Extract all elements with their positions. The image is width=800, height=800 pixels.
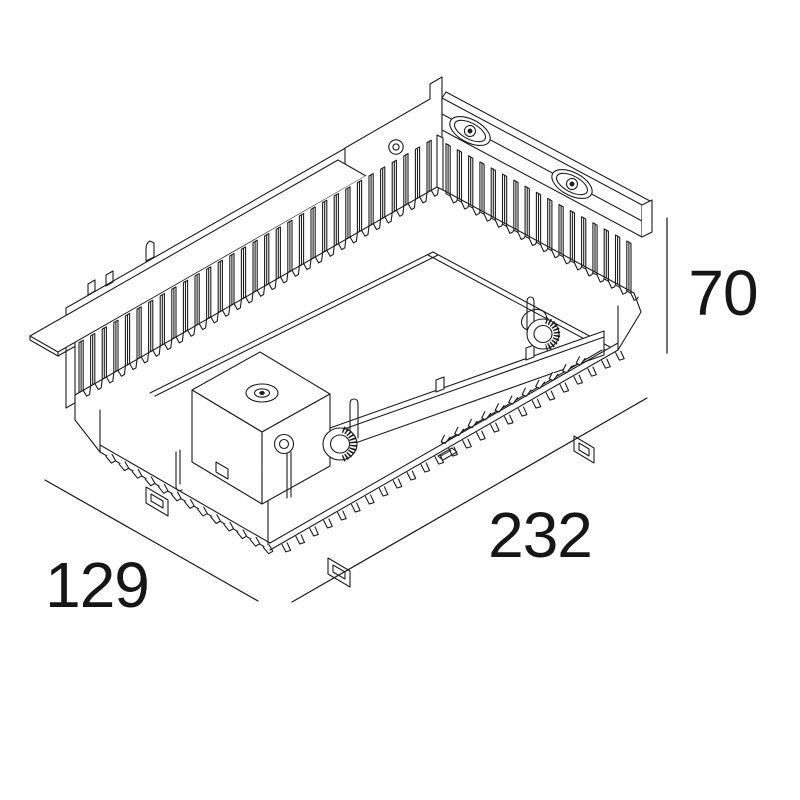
hanging-clip xyxy=(573,435,595,464)
clip-tab xyxy=(105,270,114,287)
spring-pin xyxy=(175,449,183,492)
dimension-label-width: 129 xyxy=(45,549,149,621)
gearbox xyxy=(191,351,359,505)
adjustment-gear-rear xyxy=(520,296,561,351)
face-cutout xyxy=(215,461,229,480)
screw-boss-icon xyxy=(449,115,491,147)
adjust-pin xyxy=(526,296,535,333)
front-face-details xyxy=(175,447,458,492)
dimension-label-length: 232 xyxy=(488,499,592,571)
front-screw-icon xyxy=(273,433,295,499)
hanging-clip xyxy=(327,557,351,588)
serrated-edge-right xyxy=(269,342,625,553)
rail-end-cap xyxy=(641,199,653,238)
corner-fin xyxy=(436,134,444,191)
adjust-pin xyxy=(349,398,359,439)
opening-rim xyxy=(149,251,611,397)
inner-serrated-lip xyxy=(440,349,603,444)
clip-tab xyxy=(87,279,96,296)
hanging-clips xyxy=(145,435,595,588)
wall-tab xyxy=(435,376,445,393)
dimension-annotations: 129 232 70 xyxy=(44,217,759,621)
dimension-line-width xyxy=(44,479,259,602)
back-mounting-plate-center xyxy=(344,76,443,201)
dimension-label-height: 70 xyxy=(688,257,757,329)
face-cutout xyxy=(437,447,458,461)
mounting-rail-right xyxy=(441,91,653,238)
dimension-line-length xyxy=(291,397,648,603)
screw-boss-icon xyxy=(551,168,593,200)
fin-row-right xyxy=(436,134,639,301)
adjustment-gear-front xyxy=(322,426,358,462)
top-screw-boss-icon xyxy=(245,383,279,403)
wall-tab xyxy=(525,344,535,361)
fin-row-back xyxy=(74,135,440,397)
serrated-edge-left xyxy=(99,444,274,555)
hook-tab xyxy=(145,240,155,262)
